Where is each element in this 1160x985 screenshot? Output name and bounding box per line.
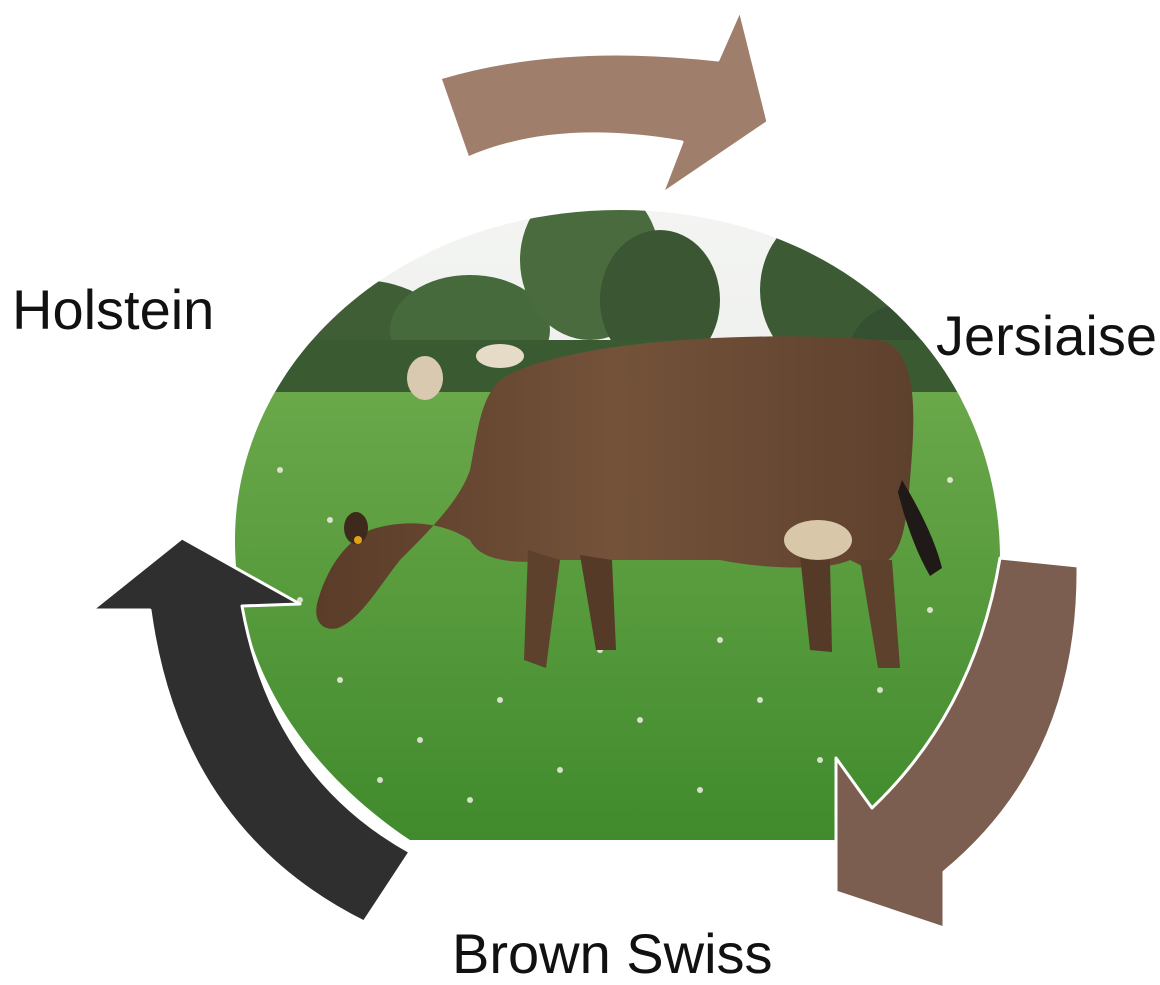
label-holstein: Holstein (12, 282, 214, 338)
cow-photo (200, 180, 1020, 852)
label-jersiaise: Jersiaise (936, 308, 1157, 364)
arrow-top-icon (440, 10, 768, 194)
label-brown-swiss: Brown Swiss (452, 926, 773, 982)
